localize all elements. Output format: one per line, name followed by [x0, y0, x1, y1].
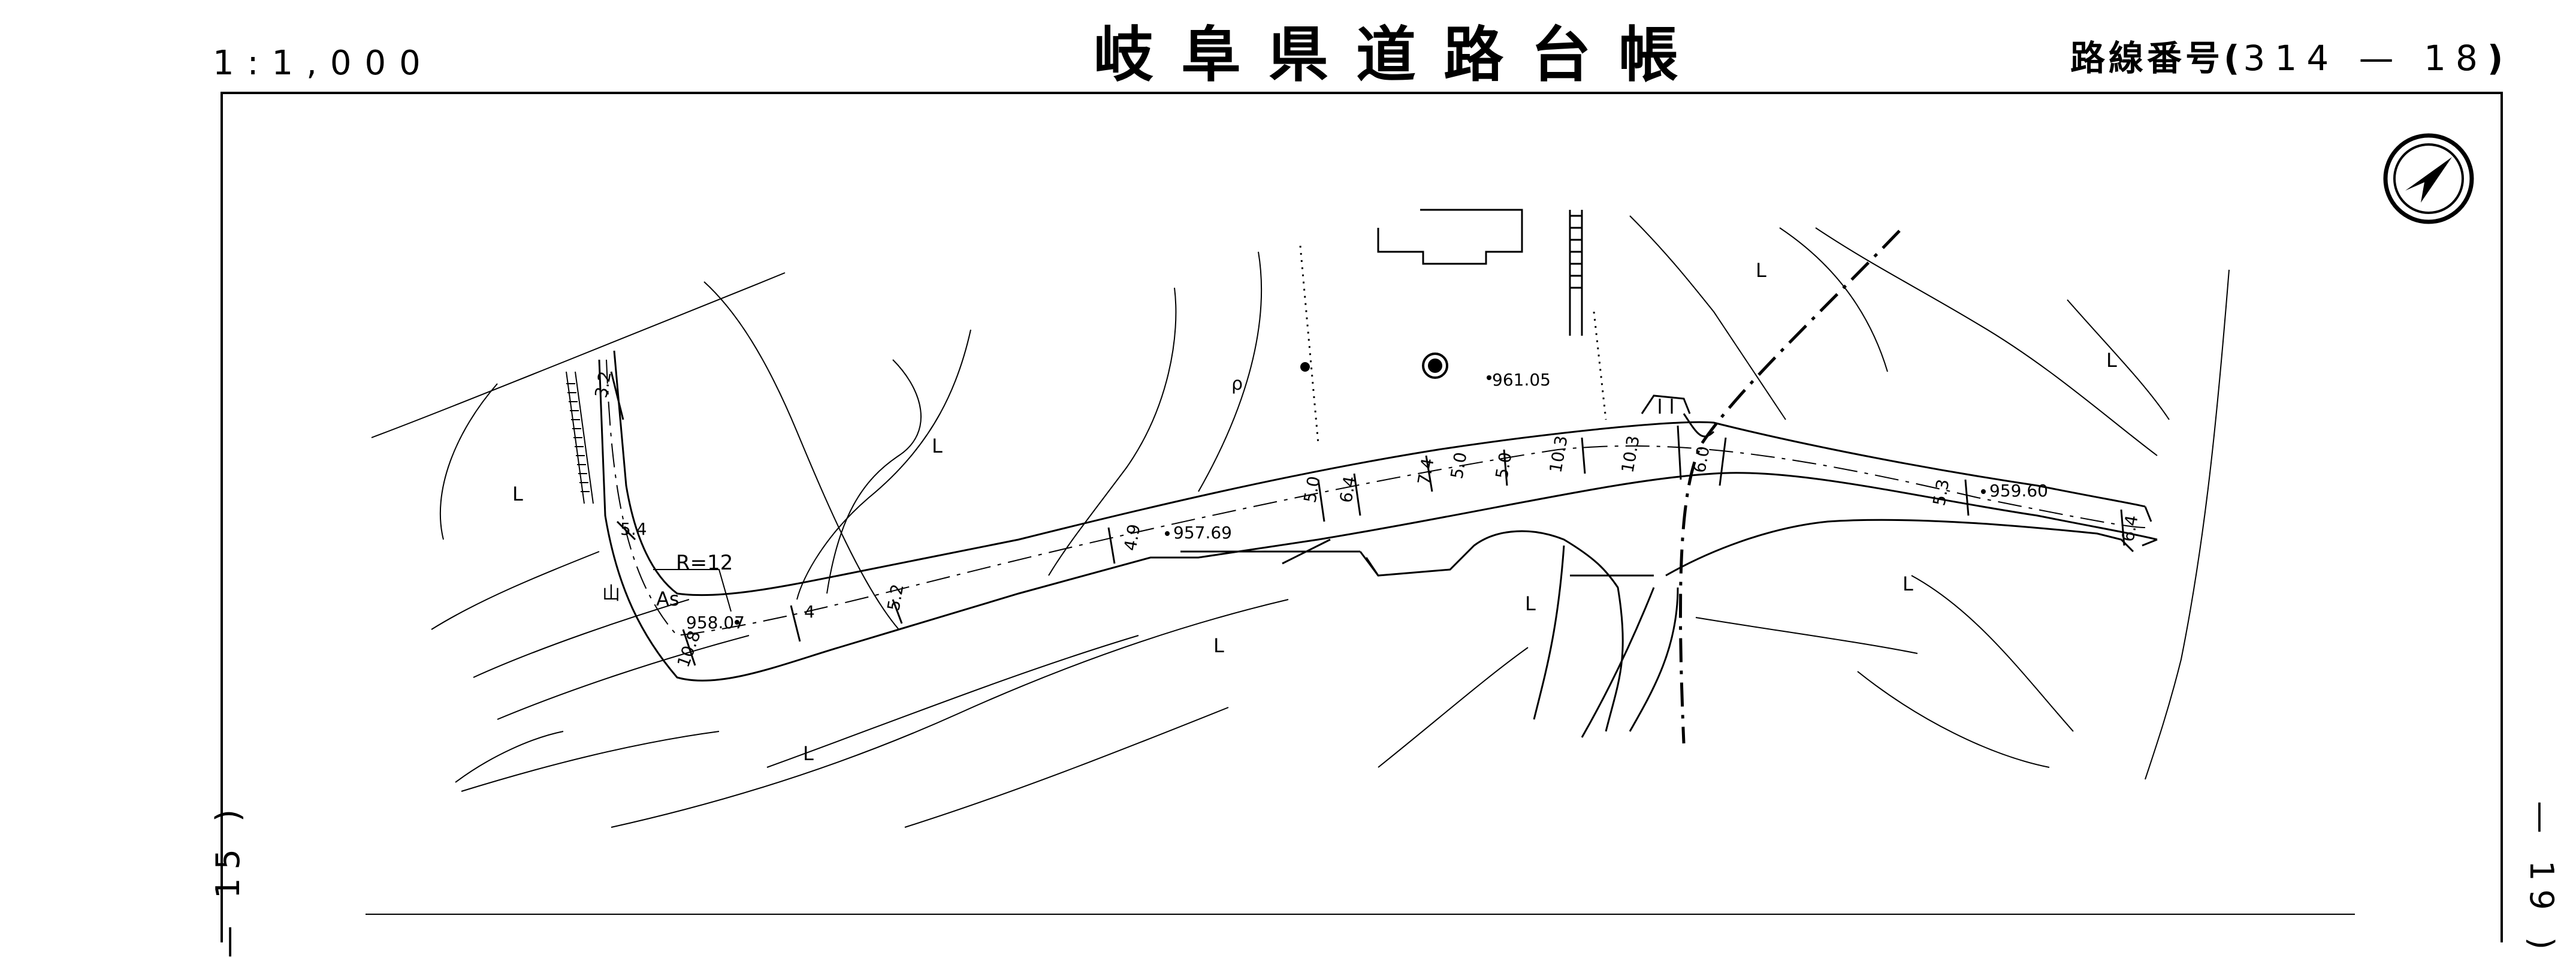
width-label: 3.2 — [591, 370, 615, 400]
width-label: 5.2 — [883, 583, 907, 613]
survey-point-icon — [1300, 362, 1310, 372]
elevation-label: 961.05 — [1492, 370, 1551, 390]
land-use-symbol: L — [2106, 349, 2117, 372]
land-use-symbol: 山 — [602, 583, 620, 604]
road-edge-north — [613, 350, 2146, 597]
land-use-symbol: L — [1213, 634, 1224, 657]
road-surface-label: As — [656, 588, 680, 610]
map-scale: 1:1,000 — [213, 44, 434, 83]
land-use-symbol: L — [1756, 259, 1766, 282]
elevation-dot-icon — [1487, 375, 1491, 380]
width-label: 4.9 — [1120, 523, 1144, 553]
width-label: 5.4 — [620, 519, 647, 539]
road — [598, 350, 2158, 682]
contour-lines — [371, 215, 2230, 828]
width-label: 4 — [804, 602, 815, 622]
width-label: 7.4 — [1414, 457, 1438, 487]
route-prefix: 路線番号( — [2070, 38, 2243, 79]
route-number-label: 路線番号(314 — 18) — [2070, 41, 2506, 76]
width-label: 5.3 — [1929, 478, 1953, 508]
land-use-symbol: L — [1902, 573, 1913, 595]
width-label: 5.0 — [1300, 475, 1324, 505]
land-use-symbol: L — [512, 483, 523, 505]
route-suffix: ) — [2487, 38, 2507, 79]
road-edge-south — [598, 359, 2158, 682]
land-use-symbol: ρ — [1231, 373, 1243, 394]
elevation-dot-icon — [735, 620, 739, 625]
elevation-dot-icon — [1165, 531, 1170, 536]
elevation-label: 958.07 — [686, 613, 745, 632]
width-label: 10.3 — [1545, 434, 1571, 474]
width-label: 5.0 — [1446, 451, 1470, 481]
elevation-dot-icon — [1981, 489, 1986, 494]
width-label: 5.0 — [1491, 451, 1515, 481]
page-title: 岐阜県道路台帳 — [1094, 20, 1706, 90]
terrain-features — [1180, 209, 2134, 738]
map-labels: R=12 As 958.07 957.69 961.05 959.60 3.2 … — [512, 259, 2142, 765]
width-label: 10.3 — [1617, 434, 1643, 474]
elevation-label: 959.60 — [1989, 481, 2048, 501]
land-use-symbol: L — [803, 742, 814, 765]
retaining-wall — [566, 371, 594, 504]
north-arrow-icon — [2383, 133, 2474, 224]
monument-icon — [1422, 353, 1448, 379]
width-label: 6.0 — [1689, 445, 1713, 475]
map-frame — [221, 92, 2503, 942]
route-number: 314 — 18 — [2243, 38, 2487, 79]
road-east-end — [2142, 506, 2158, 547]
road-centerline — [606, 359, 2146, 637]
elevation-label: 957.69 — [1173, 523, 1232, 543]
road-junction-line — [653, 569, 732, 612]
width-label: 6.4 — [2118, 514, 2142, 544]
boundary-line — [1678, 230, 1901, 744]
land-use-symbol: L — [1525, 592, 1536, 615]
curve-radius-label: R=12 — [676, 551, 733, 575]
width-dimension-arrows — [610, 371, 2125, 666]
land-use-symbol: L — [932, 435, 943, 457]
width-label: 6.4 — [1336, 475, 1360, 505]
